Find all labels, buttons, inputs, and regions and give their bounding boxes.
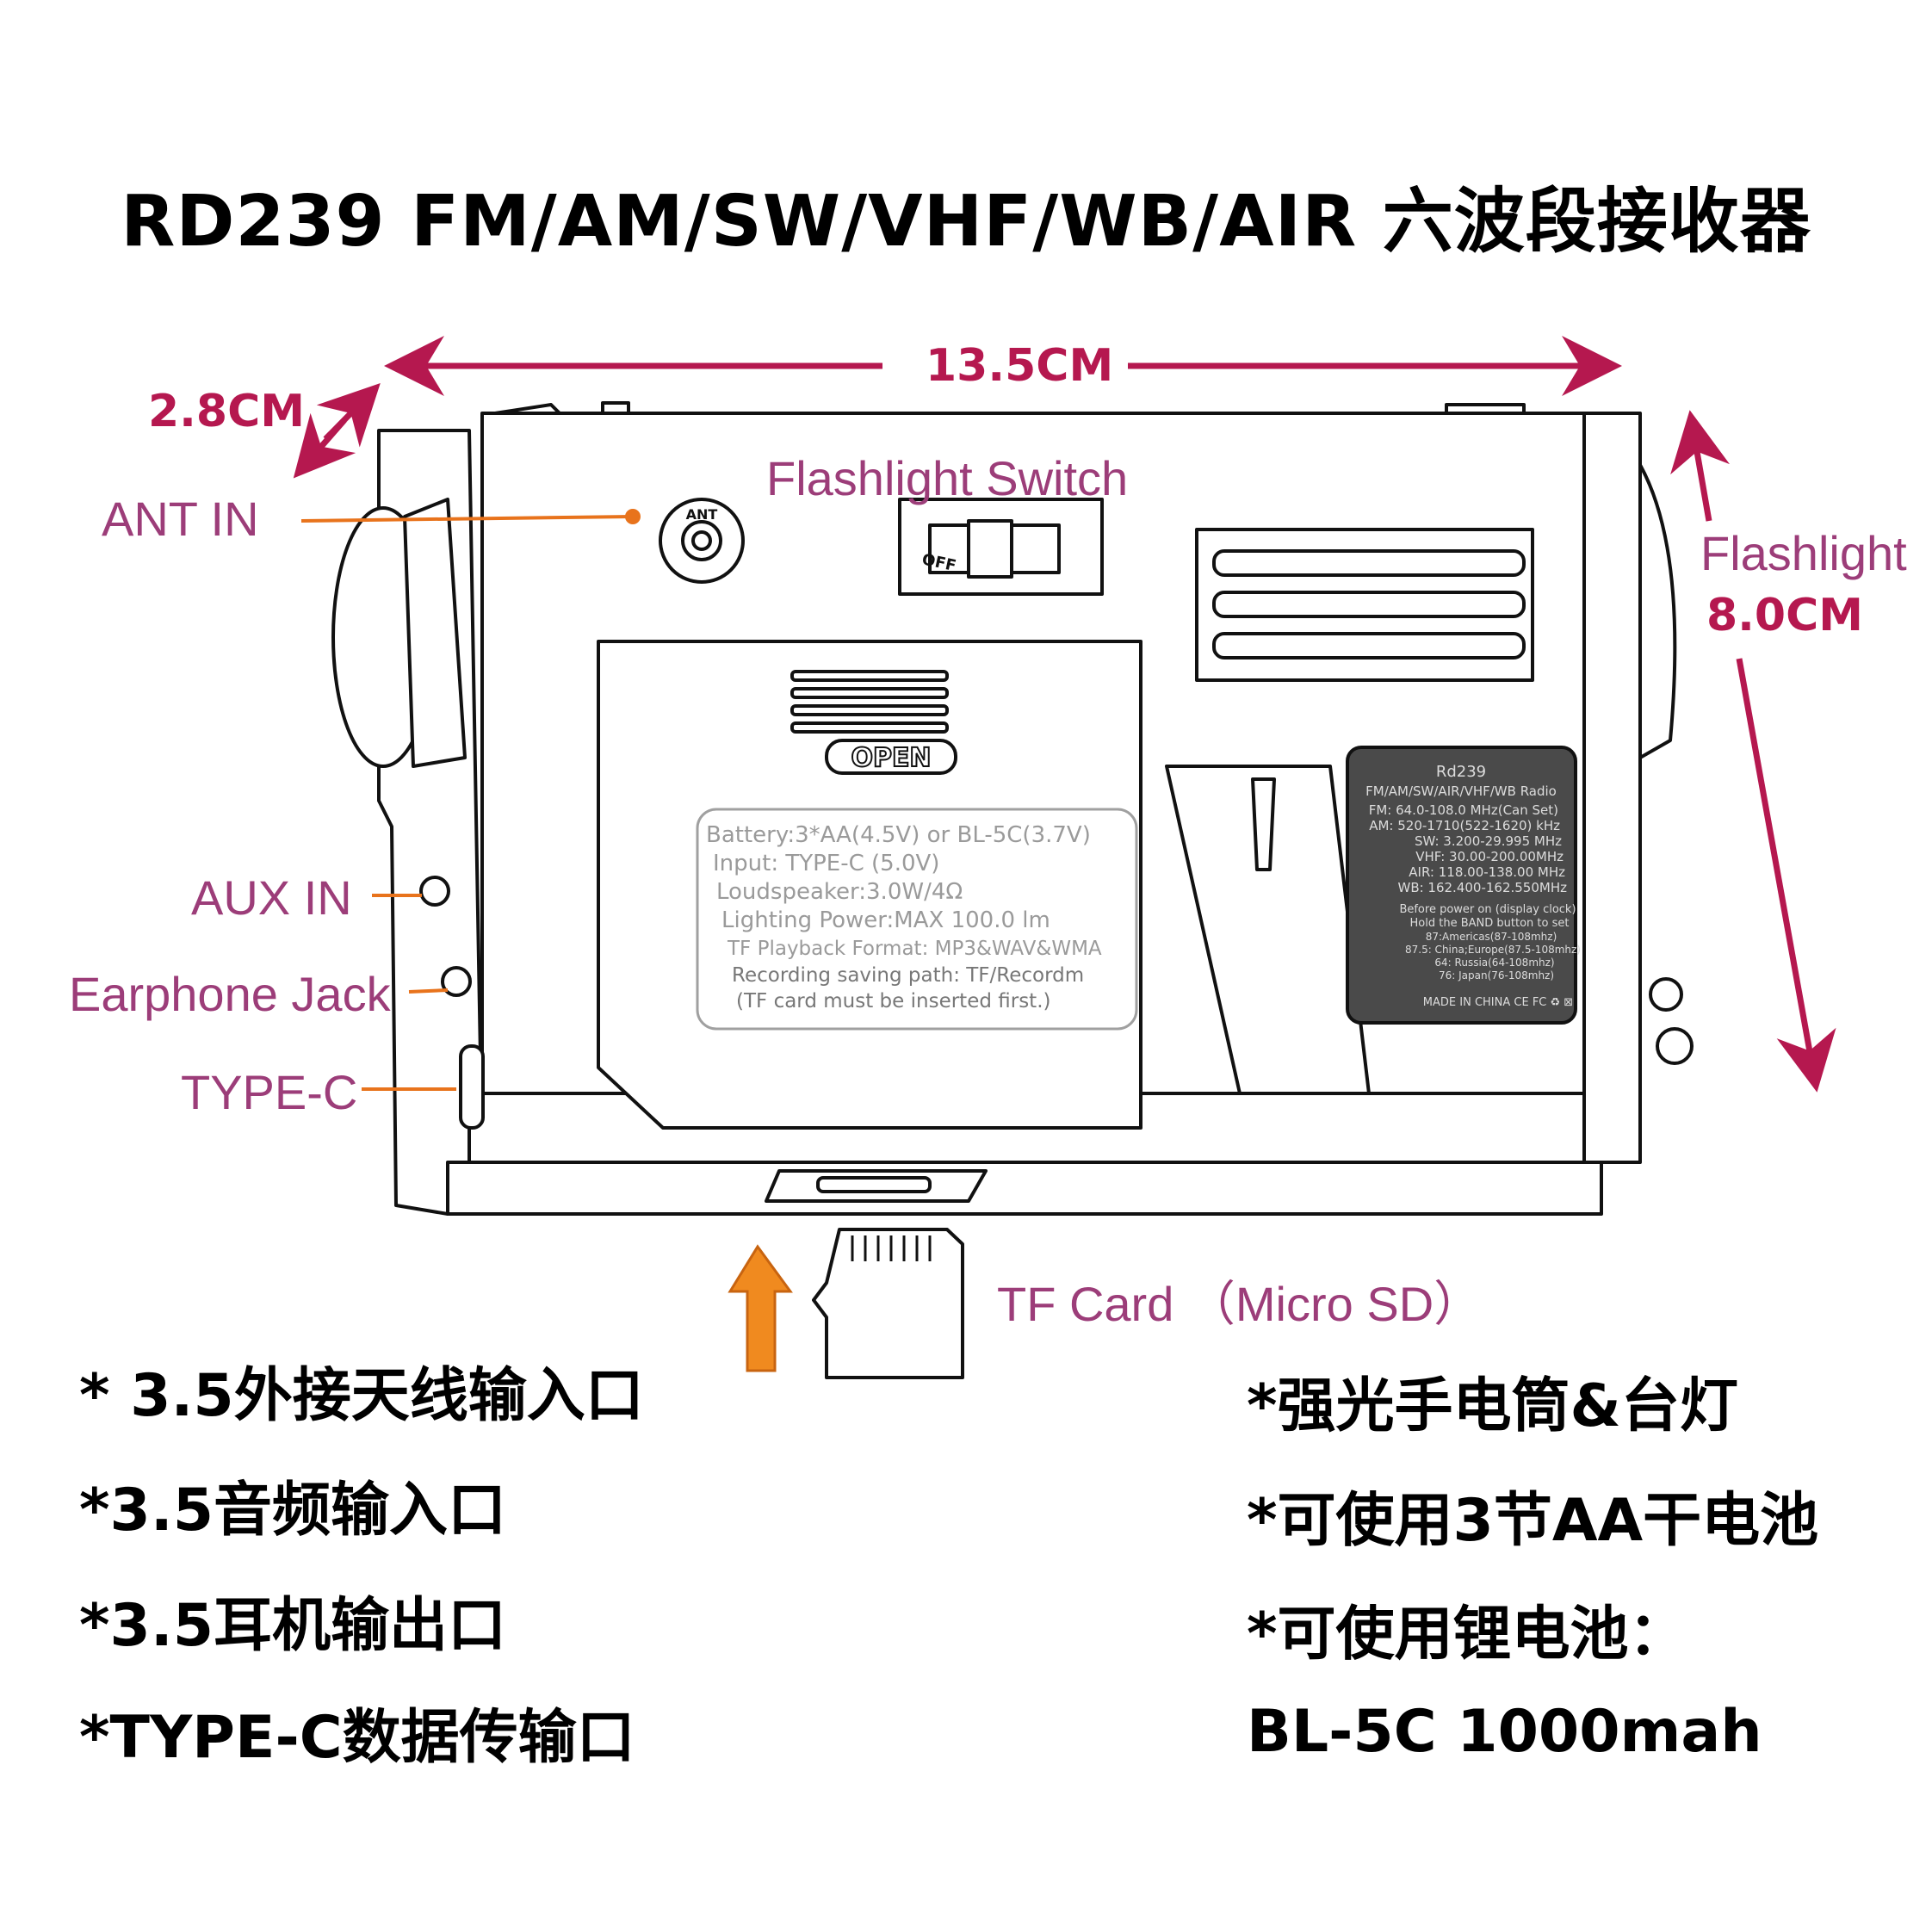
plate-bands: FM/AM/SW/AIR/VHF/WB Radio — [1365, 783, 1557, 799]
aux-in-label: AUX IN — [191, 870, 352, 925]
sticker-line: TF Playback Format: MP3&WAV&WMA — [727, 938, 1102, 960]
flashlight-lens — [1638, 463, 1677, 759]
plate-line: AIR: 118.00-138.00 MHz — [1409, 864, 1565, 880]
plate-model: Rd239 — [1436, 763, 1486, 781]
spec-sticker — [696, 808, 1138, 1031]
earphone-port — [441, 966, 472, 997]
feature-audio-input: *3.5音频输入口 — [79, 1477, 507, 1545]
tf-card-label: TF Card （Micro SD） — [997, 1277, 1483, 1331]
feature-bl5c-capacity: BL-5C 1000mah — [1247, 1698, 1762, 1766]
ant-jack-label: ANT — [686, 506, 718, 523]
height-dimension: 8.0CM — [1706, 590, 1864, 641]
leader-lines — [300, 509, 641, 1091]
flashlight-label: Flashlight — [1700, 526, 1907, 580]
plate-line: FM: 64.0-108.0 MHz(Can Set) — [1369, 802, 1558, 818]
feature-flashlight-lamp: *强光手电筒&台灯 — [1247, 1372, 1738, 1440]
plate-note: Before power on (display clock) — [1399, 903, 1576, 916]
rating-plate — [1346, 746, 1577, 1025]
plate-line: AM: 520-1710(522-1620) kHz — [1369, 818, 1560, 833]
type-c-port — [459, 1044, 485, 1130]
sticker-line: Battery:3*AA(4.5V) or BL-5C(3.7V) — [706, 822, 1091, 848]
plate-note: 87.5: China;Europe(87.5-108mhz) — [1405, 944, 1581, 956]
plate-note: 76: Japan(76-108mhz) — [1439, 969, 1554, 981]
dimension-arrows — [293, 336, 1836, 1093]
height-arrow-up — [1670, 410, 1731, 522]
width-dimension: 13.5CM — [926, 340, 1114, 392]
right-end-cap — [1582, 412, 1642, 1164]
ant-in-label: ANT IN — [102, 492, 259, 546]
type-c-label: TYPE-C — [181, 1065, 358, 1119]
plate-note: 64: Russia(64-108mhz) — [1434, 957, 1554, 969]
spec-sticker-text: Battery:3*AA(4.5V) or BL-5C(3.7V) Input:… — [706, 822, 1102, 1012]
depth-arrow-down — [293, 412, 356, 479]
sticker-line: Recording saving path: TF/Recordm — [732, 964, 1084, 987]
plate-line: VHF: 30.00-200.00MHz — [1415, 849, 1564, 864]
open-label: OPEN — [851, 743, 931, 773]
micro-sd-card — [812, 1228, 964, 1379]
feature-earphone-output: *3.5耳机输出口 — [79, 1592, 507, 1660]
insert-arrow-icon — [728, 1244, 793, 1372]
sticker-line: Input: TYPE-C (5.0V) — [713, 851, 939, 876]
sticker-line: Lighting Power:MAX 100.0 lm — [721, 907, 1050, 933]
plate-note: 87:Americas(87-108mhz) — [1426, 931, 1557, 943]
flashlight-switch-label: Flashlight Switch — [766, 451, 1129, 505]
kickstand — [1165, 765, 1371, 1095]
plate-footer: MADE IN CHINA CE FC ♻ ⊠ — [1423, 996, 1573, 1009]
aux-in-port — [419, 876, 450, 907]
feature-aa-battery: *可使用3节AA干电池 — [1247, 1487, 1819, 1555]
rating-plate-text: Rd239 FM/AM/SW/AIR/VHF/WB Radio FM: 64.0… — [1365, 763, 1581, 1009]
feature-lithium-battery: *可使用锂电池： — [1247, 1601, 1687, 1669]
plate-line: SW: 3.200-29.995 MHz — [1415, 833, 1562, 849]
feature-type-c-data: *TYPE-C数据传输口 — [79, 1704, 635, 1772]
sticker-line: Loudspeaker:3.0W/4Ω — [716, 879, 963, 905]
sticker-line: (TF card must be inserted first.) — [736, 990, 1050, 1012]
depth-dimension: 2.8CM — [148, 386, 306, 437]
plate-line: WB: 162.400-162.550MHz — [1397, 880, 1567, 895]
plate-note: Hold the BAND button to set — [1410, 917, 1570, 930]
earphone-jack-label: Earphone Jack — [69, 967, 391, 1021]
height-arrow-down — [1736, 658, 1836, 1093]
page-title: RD239 FM/AM/SW/VHF/WB/AIR 六波段接收器 — [121, 181, 1811, 263]
feature-ant-input: * 3.5外接天线输入口 — [79, 1362, 644, 1430]
